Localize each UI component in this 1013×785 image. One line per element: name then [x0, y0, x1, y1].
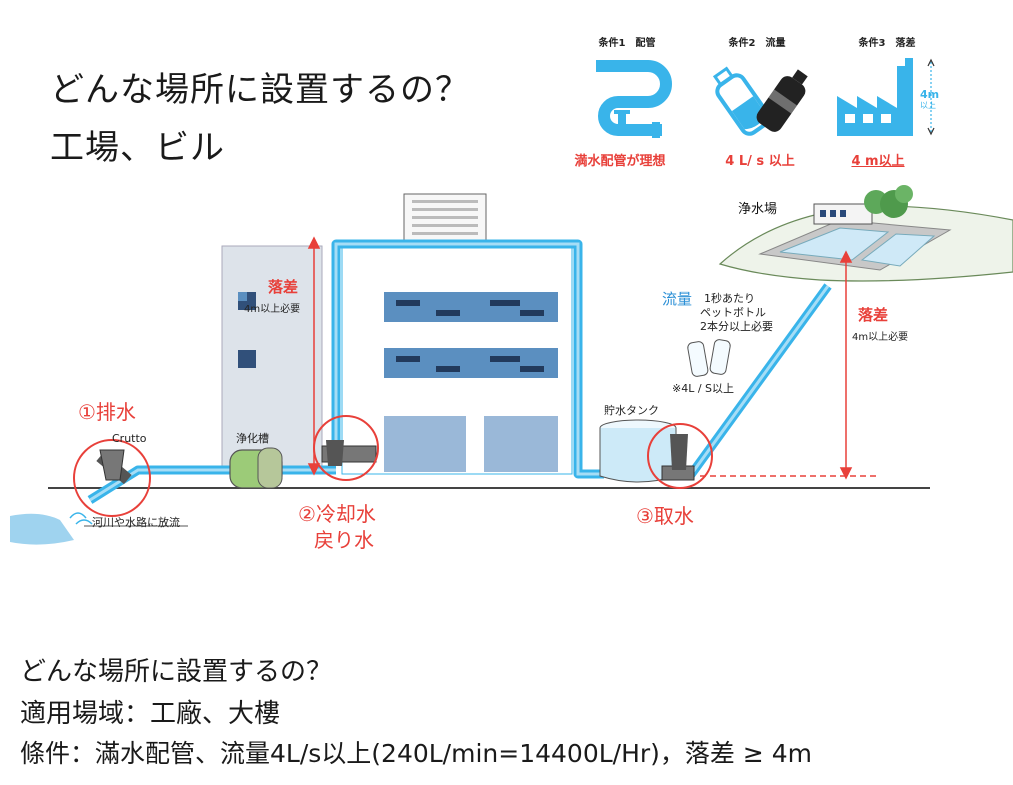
door-right: [484, 416, 558, 472]
page-title-line2: 工場、ビル: [50, 128, 225, 168]
condition-3-title: 条件3 落差: [858, 38, 916, 49]
bottom-line2: 適用場域：工廠、大樓: [20, 699, 281, 729]
pet-bottles: [687, 339, 731, 377]
door-left: [384, 416, 466, 472]
river-label: 河川や水路に放流: [92, 516, 180, 529]
turbine-drain: [96, 449, 132, 485]
tank-label: 貯水タンク: [604, 404, 659, 417]
water-plant-label: 浄水場: [738, 202, 778, 217]
cooling-label-1: ②冷却水: [298, 502, 376, 526]
pipe-icon: [596, 60, 672, 138]
condition-2-title: 条件2 流量: [728, 38, 786, 49]
condition-3-value: 4 m以上: [851, 154, 905, 169]
condition-1-title: 条件1 配管: [598, 38, 656, 49]
intake-label: ③取水: [636, 504, 694, 528]
page-title-line1: どんな場所に設置するの？: [50, 70, 470, 110]
drain-label: ①排水: [78, 400, 136, 424]
condition-1-value: 満水配管が理想: [574, 154, 666, 169]
factory-icon: [837, 58, 935, 136]
window-row-1: [384, 292, 558, 322]
drop-arrow-right: [839, 250, 853, 480]
cooling-label-2: 戻り水: [314, 528, 374, 552]
septic-label: 浄化槽: [236, 432, 269, 445]
factory-height-sub: 以上: [920, 101, 936, 110]
drop-left-label: 落差: [268, 278, 299, 296]
pool-1: [779, 227, 890, 261]
bottom-line3: 條件：滿水配管、流量4L/s以上(240L/min=14400L/Hr)，落差 …: [20, 739, 813, 768]
turbine-intake: [661, 434, 695, 481]
flow-line2: ペットボトル: [700, 306, 766, 319]
river: [10, 513, 74, 545]
window-row-2: [384, 348, 558, 378]
drop-left-note: 4m以上必要: [244, 304, 301, 315]
flow-label: 流量: [662, 290, 693, 308]
drop-right-label: 落差: [858, 306, 889, 324]
intake-highlight: [647, 423, 713, 489]
drop-arrow-left: [307, 236, 321, 476]
bottle-icon: [712, 66, 808, 136]
crutto-label: Crutto: [112, 432, 147, 445]
drain-highlight: [73, 439, 151, 517]
drop-right-note: 4m以上必要: [852, 332, 909, 343]
factory-height-label: 4m: [920, 88, 940, 101]
flow-line3: 2本分以上必要: [700, 320, 773, 333]
turbine-cooling: [321, 440, 377, 466]
pool-2: [860, 233, 936, 267]
condition-2-value: 4 L/ s 以上: [725, 154, 795, 169]
bottom-line1: どんな場所に設置するの？: [20, 657, 333, 687]
flow-note: ※4L / S以上: [672, 382, 735, 395]
installation-diagram: [10, 185, 1013, 545]
flow-line1: 1秒あたり: [704, 292, 755, 305]
